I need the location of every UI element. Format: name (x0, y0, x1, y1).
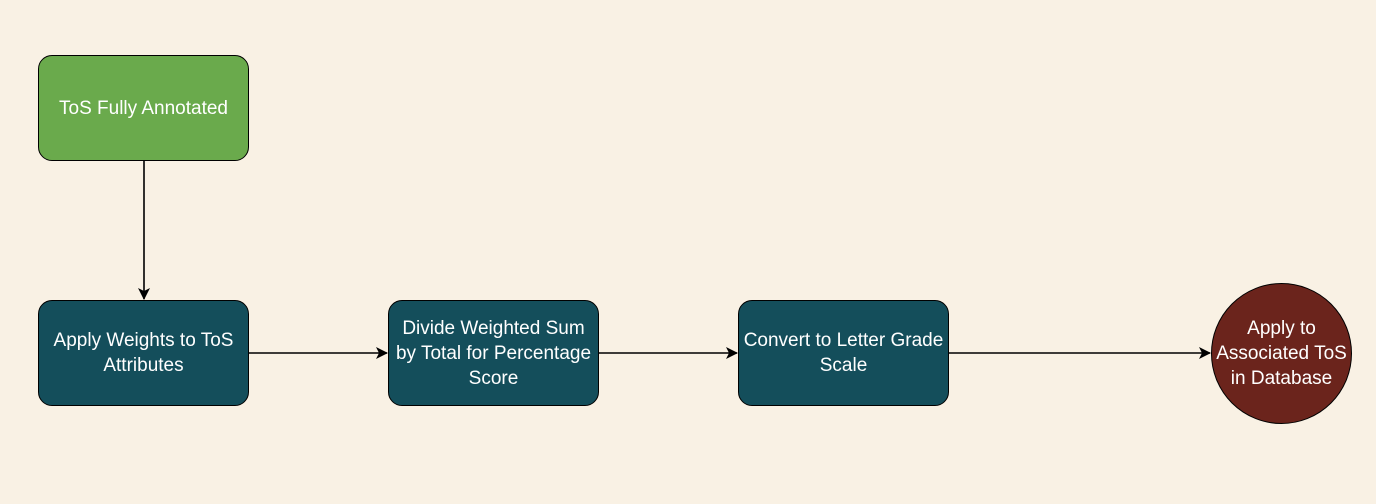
node-tos-fully-annotated: ToS Fully Annotated (38, 55, 249, 161)
node-label: ToS Fully Annotated (59, 97, 228, 119)
node-label: Apply to Associated ToS in Database (1216, 318, 1347, 389)
node-label: Convert to Letter Grade Scale (743, 330, 944, 376)
node-apply-to-database: Apply to Associated ToS in Database (1211, 283, 1352, 424)
node-convert-letter-grade: Convert to Letter Grade Scale (738, 300, 949, 406)
node-apply-weights: Apply Weights to ToS Attributes (38, 300, 249, 406)
node-label: Apply Weights to ToS Attributes (53, 330, 234, 376)
node-divide-weighted-sum: Divide Weighted Sum by Total for Percent… (388, 300, 599, 406)
node-label: Divide Weighted Sum by Total for Percent… (395, 317, 592, 389)
